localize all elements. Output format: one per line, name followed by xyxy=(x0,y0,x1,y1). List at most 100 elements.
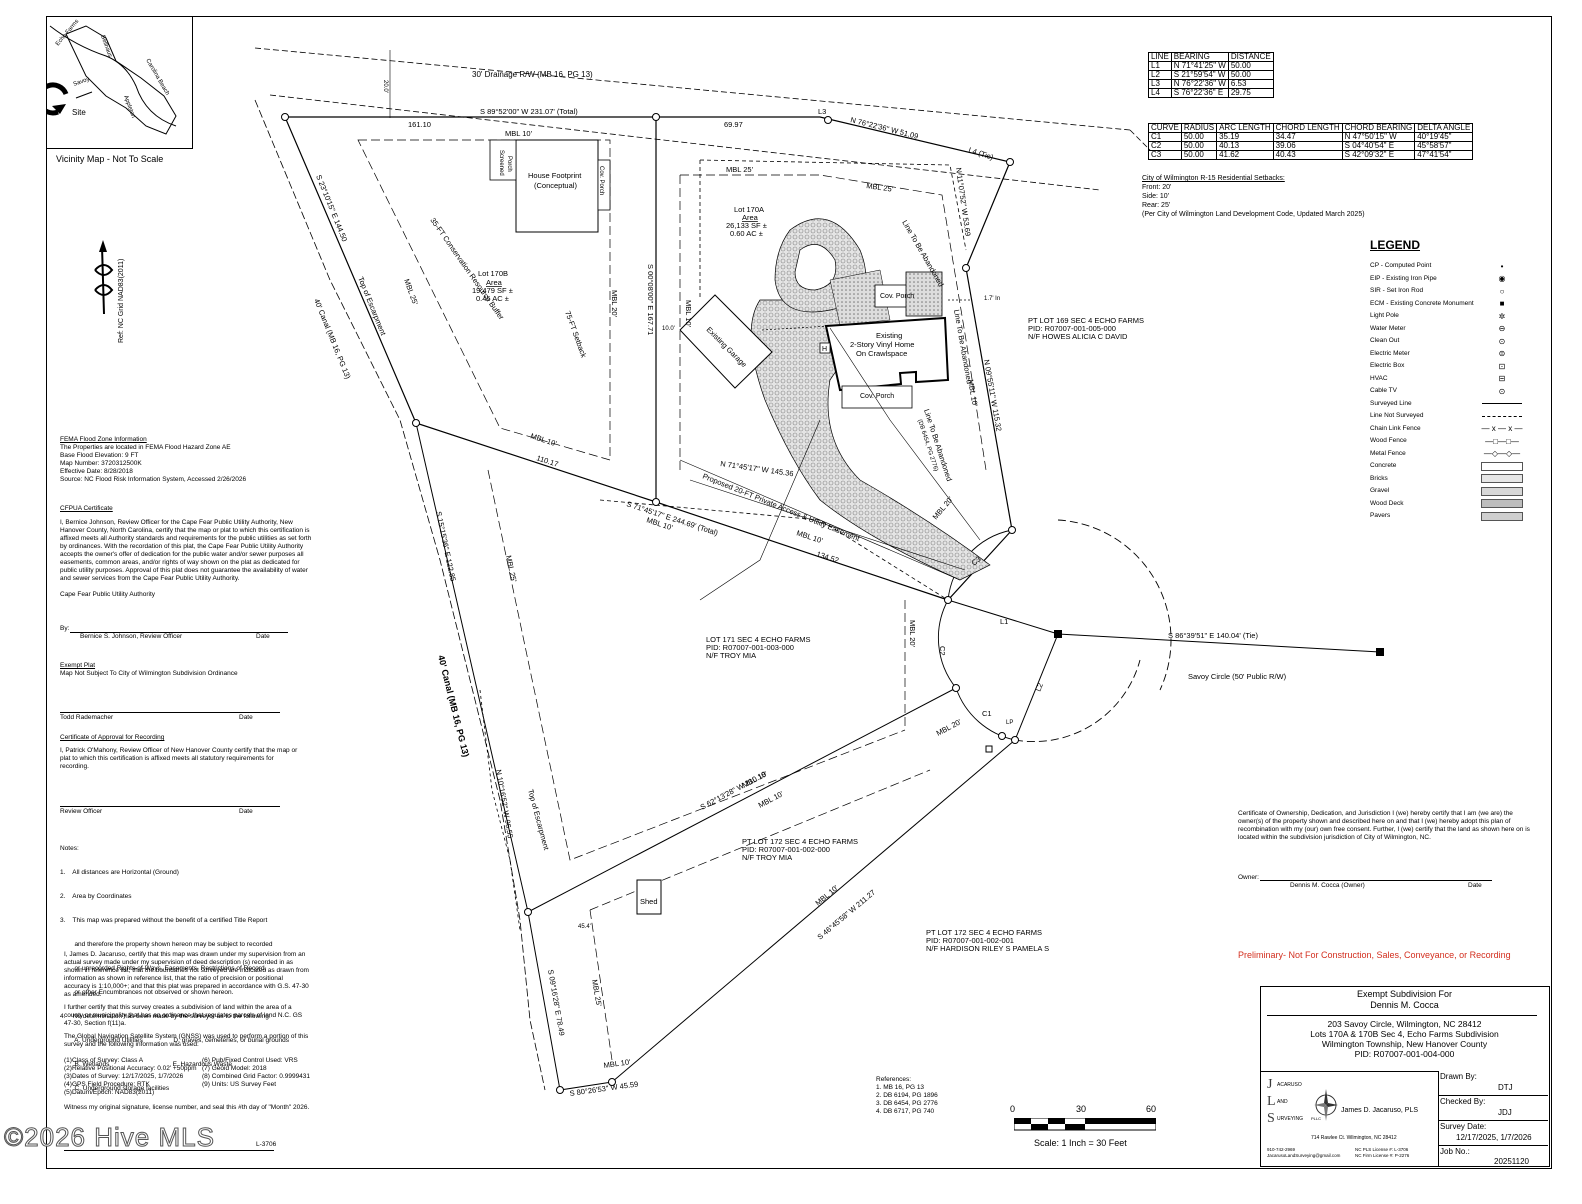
title-info: Drawn By: DTJ Checked By: JDJ Survey Dat… xyxy=(1438,1071,1548,1168)
company-surveyor: James D. Jacaruso, PLS xyxy=(1341,1107,1419,1114)
legend-item: Surveyed Line xyxy=(1370,400,1522,411)
drawn-by-value: DTJ xyxy=(1498,1083,1513,1092)
legend-symbol-icon: ⊟ xyxy=(1498,374,1506,383)
note-line: A. Underground Utilities D. graves, ceme… xyxy=(60,1037,290,1044)
mbl-label: MBL 20' xyxy=(935,717,964,738)
bearing-n0955: N 09°55'11" W 115.32 xyxy=(982,359,1003,432)
screened-porch-label: Screened xyxy=(498,150,504,176)
setbacks-title: City of Wilmington R-15 Residential Setb… xyxy=(1142,175,1285,182)
mbl-label: MBL 10' xyxy=(795,528,824,545)
survey-pins xyxy=(281,113,1019,1094)
bearing-s8639: S 86°39'51" E 140.04' (Tie) xyxy=(1168,631,1258,640)
legend-item-label: Chain Link Fence xyxy=(1370,424,1421,432)
top-escarpment: Top of Escarpment xyxy=(356,275,388,337)
surveyor-cert-p2: I further certify that this survey creat… xyxy=(64,1004,303,1027)
setback-line: (Per City of Wilmington Land Development… xyxy=(1142,211,1365,218)
top-escarpment-2: Top of Escarpment xyxy=(526,788,551,852)
company-logo: J ACARUSO L AND S URVEYING PLLC xyxy=(1267,1077,1322,1126)
legend-item-label: Clean Out xyxy=(1370,337,1400,344)
pt172a-line2: PID: R07007-001-002-000 xyxy=(742,845,830,854)
legend-symbol-icon xyxy=(1480,460,1524,472)
job-no-value: 20251120 xyxy=(1494,1157,1529,1166)
legend-symbol-icon xyxy=(1480,510,1524,522)
gnss-item: (3)Dates of Survey: 12/17/2025, 1/7/2026 xyxy=(64,1073,184,1080)
lot-170a-ac: 0.60 AC ± xyxy=(730,229,763,238)
note-line: C. Underground storage facilities xyxy=(60,1085,170,1092)
scale-tick-30: 30 xyxy=(1076,1104,1087,1114)
legend-symbol-icon: ○ xyxy=(1499,286,1505,296)
company-address: 714 Rawlee Ct. Wilmington, NC 28412 xyxy=(1311,1135,1397,1141)
legend-item: Electric Box⊡ xyxy=(1370,362,1505,373)
legend-item: Metal Fence—◇—◇— xyxy=(1370,449,1520,461)
bearing-s0916: S 09°16'28" E 78.49 xyxy=(546,969,567,1037)
note-line: 4. No determination has been made by the… xyxy=(60,1013,271,1020)
recording-cert-body: I, Patrick O'Mahony, Review Officer of N… xyxy=(60,747,298,770)
home-label-2: 2-Story Vinyl Home xyxy=(850,340,914,349)
title-block: Exempt Subdivision For Dennis M. Cocca 2… xyxy=(1260,986,1550,1167)
iron-pipe-icon xyxy=(952,684,960,692)
gnss-right: (6) Pub/Fixed Control Used: VRS (7) Geoi… xyxy=(202,1057,322,1089)
surveyor-cert-p3: The Global Navigation Satellite System (… xyxy=(64,1033,309,1048)
legend-item-label: HVAC xyxy=(1370,374,1388,382)
iron-pipe-icon xyxy=(556,1086,564,1094)
note-line: B. Wetlands E. Hazardous Waste xyxy=(60,1061,232,1068)
lot-170b-sf: 19,479 SF ± xyxy=(472,286,513,295)
lot-170b-label: Lot 170B xyxy=(478,269,508,278)
mbl-label: MBL 25' xyxy=(866,181,895,194)
iron-pipe-icon xyxy=(412,419,420,427)
legend-item: Chain Link Fence — x — x — xyxy=(1370,424,1522,436)
mbl-setbacks xyxy=(357,139,987,1061)
legend-item-label: Electric Box xyxy=(1370,362,1405,369)
bearing-n76: N 76°22'36" W 51.09 xyxy=(850,115,920,141)
legend-item: Clean Out⊙ xyxy=(1370,337,1505,348)
exempt-plat-body: Map Not Subject To City of Wilmington Su… xyxy=(60,670,238,677)
iron-pipe-icon xyxy=(1011,736,1019,744)
legend-item-label: Wood Deck xyxy=(1370,499,1404,507)
legend-item: Bricks xyxy=(1370,474,1523,486)
fema-line: Effective Date: 8/28/2018 xyxy=(60,468,133,475)
surveyor-signature-line xyxy=(64,1150,274,1151)
legend-symbol-icon: ⊜ xyxy=(1498,349,1506,358)
legend-symbol-icon: — x — x — xyxy=(1481,424,1523,433)
gnss-item: (9) Units: US Survey Feet xyxy=(202,1081,277,1088)
wood-fence xyxy=(761,299,970,331)
bearing-n1016: N 10°16'52" W 96.55 xyxy=(494,769,515,839)
survey-date-label: Survey Date: xyxy=(1440,1122,1487,1131)
deck-north xyxy=(905,271,943,317)
pt169-line3: N/F HOWES ALICIA C DAVID xyxy=(1028,332,1128,341)
canal-label-2: 40' Canal (MB 16, PG 13) xyxy=(436,654,471,758)
pt169-line2: PID: R07007-001-005-000 xyxy=(1028,324,1116,333)
lot-170a-area-label: Area xyxy=(742,213,759,222)
lot-170b-ac: 0.45 AC ± xyxy=(476,294,509,303)
mbl-label: MBL 25' xyxy=(402,278,420,307)
owner-date: Date xyxy=(1468,882,1482,889)
mbl-label: MBL 10' xyxy=(966,379,980,408)
legend-item-label: Wood Fence xyxy=(1370,437,1407,444)
label-c2: C2 xyxy=(938,646,947,656)
iron-pipe-icon xyxy=(608,1078,616,1086)
notes-block: Notes: 1. All distances are Horizontal (… xyxy=(60,829,330,1101)
legend-item-label: Water Meter xyxy=(1370,324,1406,332)
surveyor-cert-p1: I, James D. Jacaruso, certify that this … xyxy=(64,951,309,998)
scale-label: Scale: 1 Inch = 30 Feet xyxy=(1034,1138,1127,1148)
drainage-label: 30' Drainage R/W (MB 16, PG 13) xyxy=(472,70,593,79)
bearing-n7145: N 71°45'17" W 145.36 xyxy=(720,459,794,478)
mbl-label: MBL 10' xyxy=(684,300,693,328)
cov-porch-footprint xyxy=(597,159,611,211)
note-line: 1. All distances are Horizontal (Ground) xyxy=(60,869,179,876)
reference-line: 4. DB 6717, PG 740 xyxy=(876,1108,935,1115)
owner-name: Dennis M. Cocca (Owner) xyxy=(1290,882,1365,889)
scale-tick-0: 0 xyxy=(1010,1104,1016,1114)
cfpua-date: Date xyxy=(256,633,270,640)
legend-item: Gravel xyxy=(1370,486,1523,498)
top-bearing: S 89°52'00" W 231.07' (Total) xyxy=(480,107,578,116)
bearing-s0008: S 00°08'00" E 167.71 xyxy=(646,264,655,335)
legend-item-label: Pavers xyxy=(1370,512,1391,519)
house-footprint-conceptual: (Conceptual) xyxy=(534,181,577,190)
vicinity-map: Echo Farms Bellhaus Carolina Beach Apple… xyxy=(36,16,193,149)
screened-porch-label2: Porch xyxy=(506,156,512,172)
setback-line: Rear: 25' xyxy=(1142,202,1171,209)
legend-symbol-icon: ■ xyxy=(1499,299,1505,308)
iron-pipe-icon xyxy=(962,264,970,272)
